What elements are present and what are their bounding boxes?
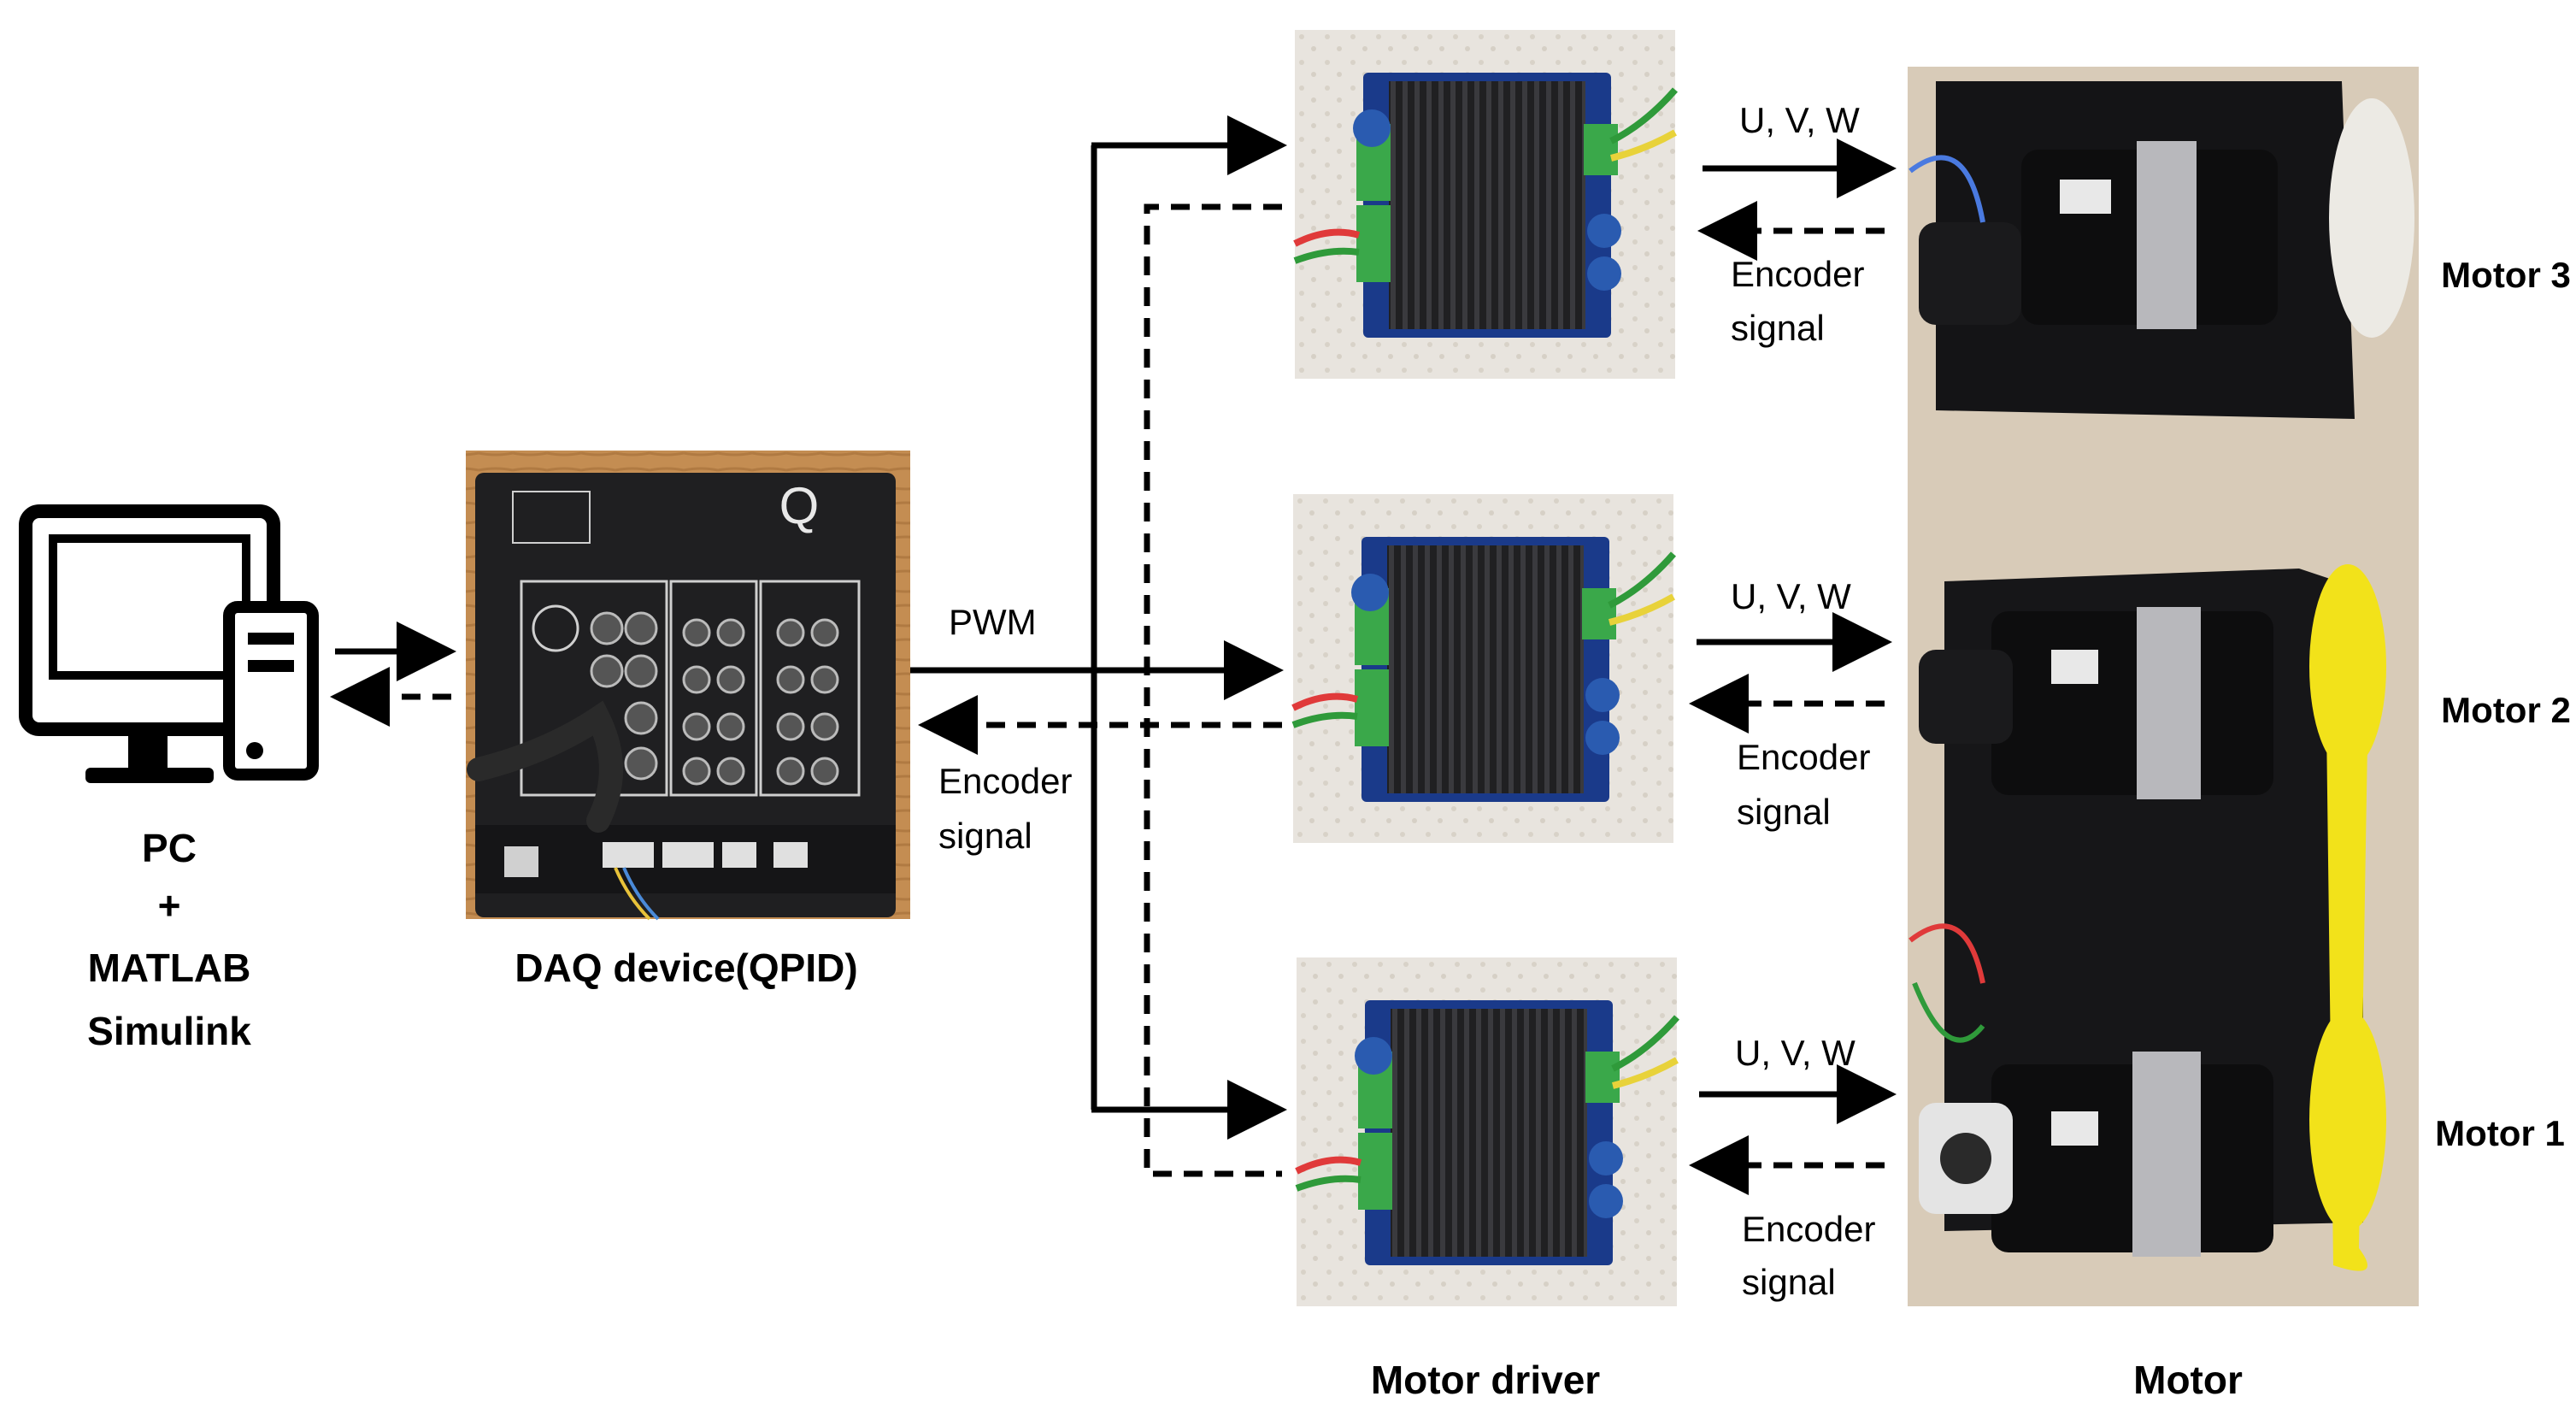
- motor-assembly-photo: [1908, 67, 2419, 1306]
- uvw-label-3: U, V, W: [1739, 100, 1860, 140]
- matlab-label: MATLAB: [88, 946, 251, 990]
- uvw-label-1: U, V, W: [1735, 1033, 1856, 1073]
- pc-label: PC: [142, 826, 197, 870]
- pc-plus: +: [158, 883, 181, 928]
- simulink-label: Simulink: [87, 1009, 251, 1053]
- desktop-computer-icon: [19, 504, 319, 783]
- encoder-return-trunk: [1144, 203, 1282, 1177]
- encoder-label-3a: Encoder: [1731, 254, 1864, 294]
- motor-3-label: Motor 3: [2441, 255, 2571, 295]
- encoder-label-1a: Encoder: [1742, 1209, 1875, 1249]
- motor-driver-caption: Motor driver: [1371, 1358, 1600, 1402]
- encoder-label-3b: signal: [1731, 308, 1825, 348]
- motor-driver-1-photo: [1295, 957, 1680, 1306]
- motor-2-label: Motor 2: [2441, 690, 2571, 730]
- pwm-label: PWM: [949, 602, 1037, 642]
- daq-device-photo: Q: [466, 451, 910, 921]
- encoder-label-daq-1: Encoder: [938, 761, 1072, 801]
- daq-logo: Q: [779, 477, 820, 534]
- uvw-label-2: U, V, W: [1731, 576, 1851, 616]
- encoder-label-2b: signal: [1737, 792, 1831, 832]
- encoder-label-1b: signal: [1742, 1262, 1836, 1302]
- motor-driver-2-photo: [1291, 494, 1677, 843]
- encoder-label-daq-2: signal: [938, 816, 1032, 856]
- daq-caption: DAQ device(QPID): [515, 946, 857, 990]
- encoder-label-2a: Encoder: [1737, 737, 1870, 777]
- motor-caption: Motor: [2133, 1358, 2243, 1402]
- motor-driver-3-photo: [1293, 30, 1679, 379]
- motor-1-label: Motor 1: [2435, 1113, 2565, 1153]
